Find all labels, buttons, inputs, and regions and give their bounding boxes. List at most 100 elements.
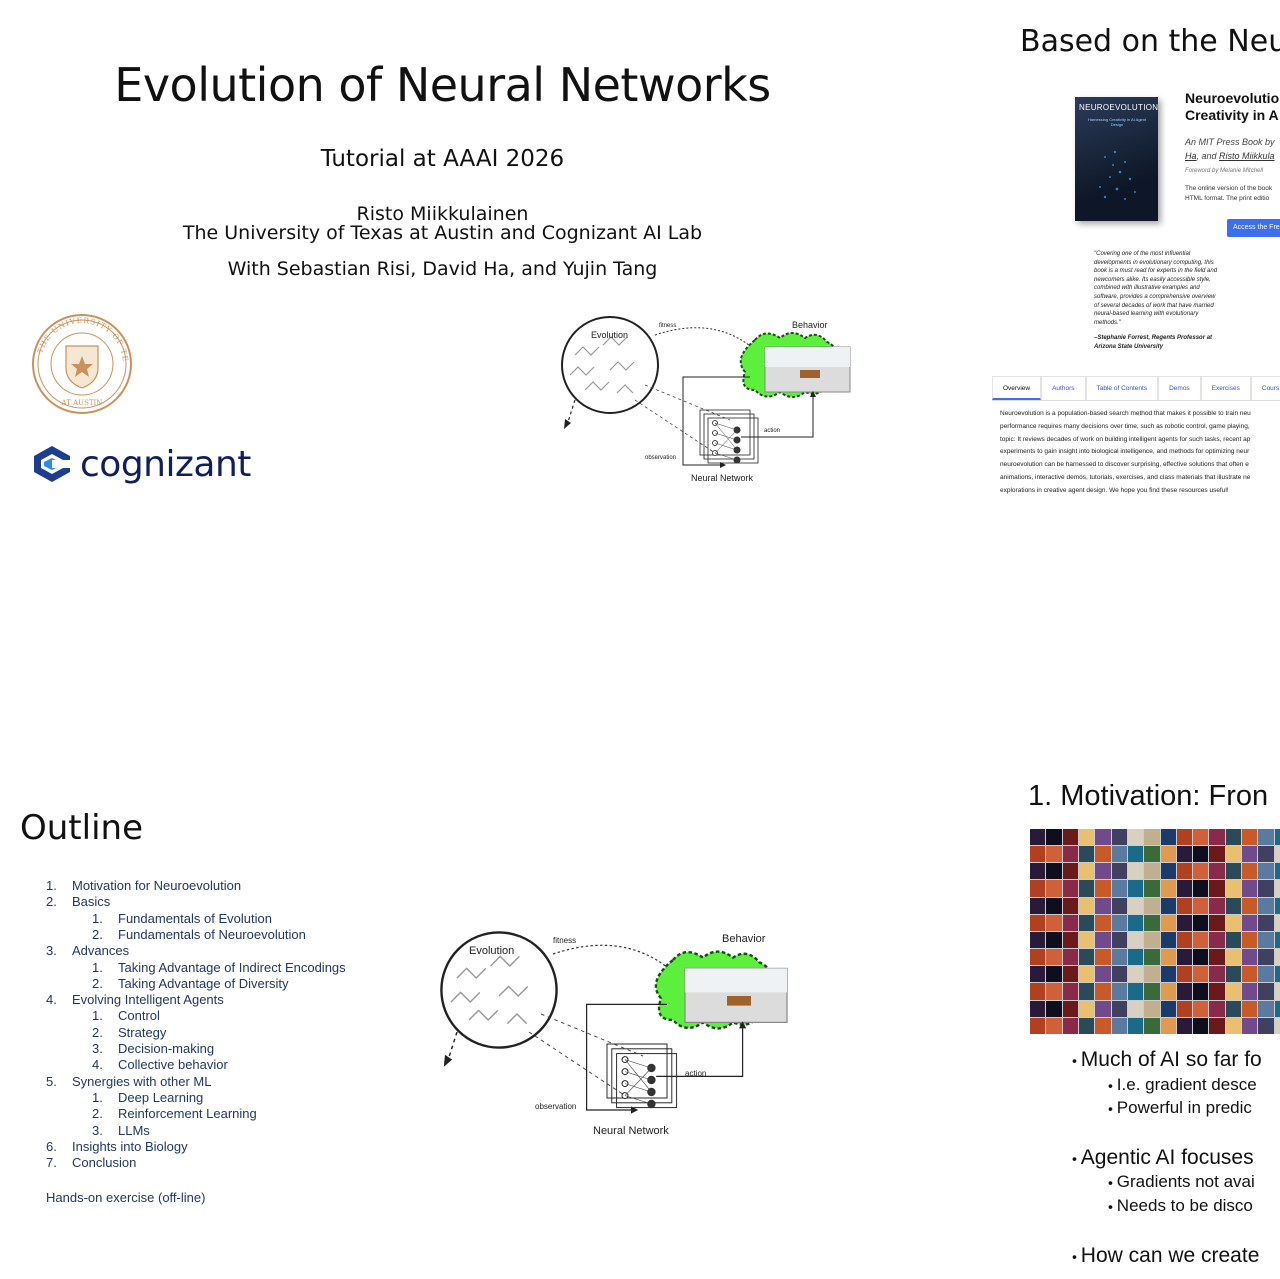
- mosaic-thumbnail: [1176, 931, 1193, 949]
- tab-authors[interactable]: Authors: [1041, 376, 1086, 400]
- mosaic-thumbnail: [1274, 829, 1280, 846]
- mosaic-thumbnail: [1176, 949, 1193, 966]
- outline-item-number: 6.: [46, 1138, 57, 1154]
- mosaic-thumbnail: [1144, 949, 1160, 966]
- bullet-text: Powerful in predic: [1116, 1098, 1252, 1117]
- mosaic-thumbnail: [1176, 1000, 1193, 1017]
- mosaic-thumbnail: [1176, 897, 1193, 914]
- mosaic-thumbnail: [1274, 846, 1280, 863]
- hands-on-note: Hands-on exercise (off-line): [46, 1190, 206, 1205]
- mosaic-thumbnail: [1160, 880, 1176, 897]
- tab-demos[interactable]: Demos: [1158, 376, 1201, 400]
- mosaic-thumbnail: [1176, 914, 1193, 931]
- mosaic-thumbnail: [1030, 914, 1046, 931]
- mosaic-thumbnail: [1176, 880, 1193, 897]
- mosaic-thumbnail: [1193, 966, 1209, 983]
- outline-item-label: Conclusion: [72, 1155, 137, 1171]
- mosaic-thumbnail: [1095, 1000, 1111, 1017]
- bullet-text: How can we create: [1080, 1244, 1260, 1267]
- book-heading-line: Neuroevolutio: [1185, 90, 1280, 106]
- mosaic-thumbnail: [1193, 880, 1209, 897]
- diagram-label-neural-network: Neural Network: [691, 473, 754, 483]
- quote-line: methods.": [1094, 319, 1121, 326]
- outline-item-number: 3.: [46, 943, 57, 959]
- mosaic-thumbnail: [1242, 897, 1258, 914]
- mosaic-thumbnail: [1209, 863, 1225, 880]
- mosaic-thumbnail: [1193, 949, 1209, 966]
- author-affiliation: The University of Texas at Austin and Co…: [182, 222, 703, 244]
- mosaic-thumbnail: [1225, 829, 1242, 846]
- mosaic-thumbnail: [1258, 1000, 1274, 1017]
- diagram-label-action: action: [685, 1069, 707, 1078]
- outline-item-label: Evolving Intelligent Agents: [72, 992, 224, 1008]
- paragraph-line: neuroevolution can be harnessed to disco…: [1000, 461, 1249, 469]
- mosaic-thumbnail: [1144, 880, 1160, 897]
- mosaic-thumbnail: [1078, 966, 1095, 983]
- mosaic-thumbnail: [1078, 931, 1095, 949]
- outline-item-number: 1.: [92, 959, 103, 975]
- online-note-line: The online version of the book: [1185, 185, 1273, 192]
- mosaic-thumbnail: [1127, 914, 1144, 931]
- image-mosaic: [1030, 829, 1280, 1034]
- paragraph-line: animations, interactive demos, tutorials…: [1000, 473, 1251, 481]
- mosaic-thumbnail: [1209, 914, 1225, 931]
- mosaic-thumbnail: [1111, 931, 1127, 949]
- mosaic-thumbnail: [1046, 846, 1062, 863]
- mosaic-thumbnail: [1209, 983, 1225, 1000]
- author-link[interactable]: Ha: [1185, 151, 1197, 161]
- slide-title: Outline: [20, 808, 144, 848]
- mosaic-thumbnail: [1193, 1017, 1209, 1034]
- mosaic-thumbnail: [1095, 863, 1111, 880]
- access-free-button[interactable]: Access the Fre: [1227, 219, 1280, 237]
- mosaic-thumbnail: [1209, 966, 1225, 983]
- tab-overview[interactable]: Overview: [992, 376, 1042, 400]
- mosaic-thumbnail: [1193, 897, 1209, 914]
- bullet-text: Much of AI so far fo: [1080, 1048, 1262, 1071]
- outline-item: 2.Fundamentals of Neuroevolution: [92, 927, 306, 942]
- paragraph-line: topic: It reviews decades of work on bui…: [1000, 435, 1251, 443]
- bullet-item: • Powerful in predic: [1108, 1098, 1252, 1118]
- neuroevolution-diagram: Evolution fitness Behavior action observ…: [425, 930, 825, 1140]
- author-block: Risto Miikkulainen The University of Tex…: [0, 205, 885, 243]
- book-meta-sep: , and: [1196, 151, 1220, 161]
- outline-item-label: Fundamentals of Evolution: [118, 910, 272, 926]
- tab-exercises[interactable]: Exercises: [1200, 376, 1251, 400]
- diagram-label-fitness: fitness: [553, 936, 577, 945]
- mosaic-thumbnail: [1062, 1017, 1078, 1034]
- mosaic-thumbnail: [1258, 863, 1274, 880]
- author-name: Risto Miikkulainen: [356, 203, 529, 225]
- cognizant-wordmark: cognizant: [80, 443, 251, 485]
- mosaic-thumbnail: [1225, 1017, 1242, 1034]
- outline-item: 6.Insights into Biology: [46, 1139, 188, 1154]
- mosaic-thumbnail: [1225, 897, 1242, 914]
- mosaic-thumbnail: [1258, 829, 1274, 846]
- bullet-dot-icon: •: [1072, 1248, 1081, 1265]
- mosaic-thumbnail: [1209, 931, 1225, 949]
- outline-item: 4.Evolving Intelligent Agents: [46, 992, 224, 1007]
- mosaic-thumbnail: [1030, 966, 1046, 983]
- mosaic-thumbnail: [1127, 829, 1144, 846]
- book-heading-line: Creativity in A: [1185, 107, 1279, 123]
- tab-cours[interactable]: Cours: [1250, 376, 1280, 400]
- outline-item: 1.Taking Advantage of Indirect Encodings: [92, 960, 346, 975]
- author-link[interactable]: Risto Miikkula: [1219, 151, 1275, 161]
- outline-item: 7.Conclusion: [46, 1155, 136, 1170]
- outline-item-label: Synergies with other ML: [72, 1073, 212, 1089]
- mosaic-thumbnail: [1030, 1017, 1046, 1034]
- quote-line: of several decades of work that have mar…: [1094, 302, 1214, 309]
- mosaic-thumbnail: [1160, 983, 1176, 1000]
- tab-table-of-contents[interactable]: Table of Contents: [1085, 376, 1159, 400]
- book-slide: Based on the Neuro NEUROEVOLUTION Harnes…: [980, 0, 1280, 640]
- mosaic-thumbnail: [1078, 863, 1095, 880]
- diagram-label-fitness: fitness: [659, 323, 677, 329]
- mosaic-thumbnail: [1144, 846, 1160, 863]
- mosaic-thumbnail: [1078, 983, 1095, 1000]
- mosaic-thumbnail: [1160, 966, 1176, 983]
- mosaic-thumbnail: [1046, 1017, 1062, 1034]
- outline-item: 2.Basics: [46, 894, 110, 909]
- bullet-item: • I.e. gradient desce: [1108, 1075, 1257, 1095]
- outline-item-label: Control: [118, 1008, 160, 1024]
- mosaic-thumbnail: [1030, 829, 1046, 846]
- mosaic-thumbnail: [1078, 914, 1095, 931]
- outline-item-label: Advances: [72, 943, 130, 959]
